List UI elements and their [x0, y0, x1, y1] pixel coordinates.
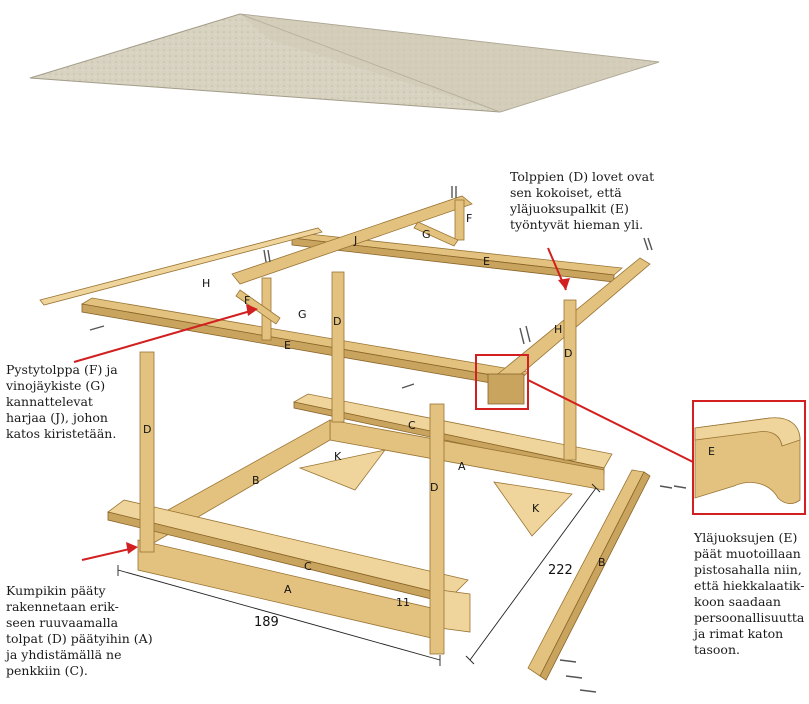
- arrow-heads: [126, 278, 570, 554]
- part-label-c: C: [304, 560, 312, 573]
- sandbox-frame: [107, 393, 651, 681]
- part-label-c: C: [408, 419, 416, 432]
- part-label-d: D: [564, 347, 572, 360]
- part-label-f: F: [244, 294, 250, 307]
- detail-inset-rail-end: E: [694, 403, 803, 512]
- part-label-g: G: [422, 228, 431, 241]
- note-end-assembly: Kumpikin pääty rakennetaan erik- seen ru…: [6, 583, 153, 678]
- part-label-d: D: [143, 423, 151, 436]
- part-label-b: B: [252, 474, 260, 487]
- posts: [139, 271, 577, 655]
- note-post-and-brace: Pystytolppa (F) ja vinojäykiste (G) kann…: [6, 362, 118, 441]
- callout-box-rail-end: [475, 354, 529, 410]
- canopy-fabric: [29, 13, 660, 113]
- part-label-e: E: [483, 255, 490, 268]
- part-label-j: J: [353, 234, 357, 247]
- dimension-lines: [117, 483, 601, 666]
- dimension-depth: 222: [548, 563, 573, 578]
- callouts: [73, 247, 806, 561]
- dimension-small: 11: [396, 596, 410, 609]
- part-label-a: A: [458, 460, 466, 473]
- part-label-f: F: [466, 212, 472, 225]
- part-label-b: B: [598, 556, 606, 569]
- part-label-k: K: [532, 502, 540, 515]
- note-rail-ends: Yläjuoksujen (E) päät muotoillaan pistos…: [694, 530, 805, 657]
- part-label-h: H: [554, 323, 562, 336]
- part-label-e-detail: E: [708, 445, 715, 458]
- part-label-a: A: [284, 583, 292, 596]
- note-post-notches: Tolppien (D) lovet ovat sen kokoiset, et…: [510, 169, 655, 232]
- part-label-g: G: [298, 308, 307, 321]
- part-label-e: E: [284, 339, 291, 352]
- dimension-width: 189: [254, 615, 279, 630]
- part-label-d: D: [333, 315, 341, 328]
- callout-box-detail: [692, 400, 806, 515]
- part-label-d: D: [430, 481, 438, 494]
- part-label-h: H: [202, 277, 210, 290]
- screws: [89, 186, 687, 693]
- part-label-k: K: [334, 450, 342, 463]
